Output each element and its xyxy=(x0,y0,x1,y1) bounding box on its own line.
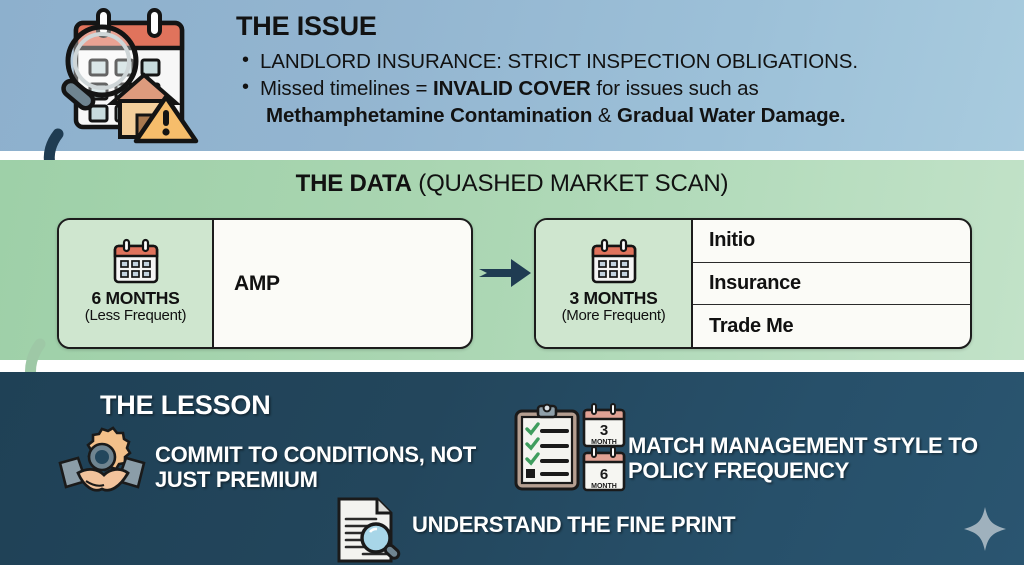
brand-item: AMP xyxy=(234,271,280,295)
svg-text:3: 3 xyxy=(600,422,608,439)
card-label-3-months: 3 MONTHS (More Frequent) xyxy=(536,220,693,347)
svg-text:MONTH: MONTH xyxy=(591,439,617,446)
card-months-label: 6 MONTHS xyxy=(91,288,180,309)
card-label-6-months: 6 MONTHS (Less Frequent) xyxy=(59,220,214,347)
card-brand-list-3-months: Initio Insurance Trade Me xyxy=(693,220,970,347)
clipboard-calendars-icon: 3 MONTH 6 MONTH xyxy=(514,403,626,492)
sparkle-icon xyxy=(964,507,1006,551)
lesson-title: THE LESSON xyxy=(100,390,271,420)
issue-text-block: THE ISSUE LANDLORD INSURANCE: STRICT INS… xyxy=(236,11,1016,130)
lesson-item-1-text: COMMIT TO CONDITIONS, NOT JUST PREMIUM xyxy=(155,442,476,493)
card-frequency-label: (Less Frequent) xyxy=(84,307,187,325)
card-brand-list-6-months: AMP xyxy=(214,220,471,347)
document-magnifier-icon xyxy=(337,497,401,563)
card-frequency-label: (More Frequent) xyxy=(561,307,666,325)
svg-text:MONTH: MONTH xyxy=(591,483,617,490)
issue-text-run: INVALID COVER xyxy=(432,76,591,100)
handshake-gear-icon xyxy=(58,426,146,492)
data-title-strong: THE DATA xyxy=(295,170,412,197)
bullet-missed-timelines: Missed timelines = INVALID COVER for iss… xyxy=(236,74,1016,102)
calendar-icon xyxy=(591,238,636,284)
issue-text-run: for issues such as xyxy=(590,76,759,100)
issue-text-run: Methamphetamine Contamination xyxy=(266,104,593,128)
issue-bullet-list: LANDLORD INSURANCE: STRICT INSPECTION OB… xyxy=(236,47,1016,130)
brand-item: Initio xyxy=(693,220,970,263)
bullet-contamination-continuation: Methamphetamine Contamination & Gradual … xyxy=(236,102,1016,129)
issue-text-run: & xyxy=(592,104,618,128)
data-card-3-months[interactable]: 3 MONTHS (More Frequent) Initio Insuranc… xyxy=(534,218,972,349)
lesson-item-2-text: MATCH MANAGEMENT STYLE TO POLICY FREQUEN… xyxy=(628,433,978,484)
data-title-rest: (QUASHED MARKET SCAN) xyxy=(411,170,729,197)
issue-title: THE ISSUE xyxy=(236,11,377,41)
calendar-icon xyxy=(113,238,158,284)
issue-text-run: Missed timelines = xyxy=(260,76,433,100)
brand-item: Trade Me xyxy=(709,314,794,337)
arrow-right-icon xyxy=(479,259,531,287)
brand-item: Insurance xyxy=(693,263,970,306)
calendar-magnifier-house-warning-icon xyxy=(61,8,199,144)
bullet-landlord-insurance: LANDLORD INSURANCE: STRICT INSPECTION OB… xyxy=(236,47,1016,75)
svg-text:6: 6 xyxy=(600,466,608,483)
data-card-6-months[interactable]: 6 MONTHS (Less Frequent) AMP xyxy=(57,218,473,349)
issue-text-run: Gradual Water Damage. xyxy=(617,104,846,128)
card-months-label: 3 MONTHS xyxy=(569,288,658,309)
lesson-item-3-text: UNDERSTAND THE FINE PRINT xyxy=(412,512,736,537)
issue-text-run: LANDLORD INSURANCE: STRICT INSPECTION OB… xyxy=(260,49,858,73)
lesson-band xyxy=(0,372,1024,565)
data-title: THE DATA (QUASHED MARKET SCAN) xyxy=(0,170,1024,198)
